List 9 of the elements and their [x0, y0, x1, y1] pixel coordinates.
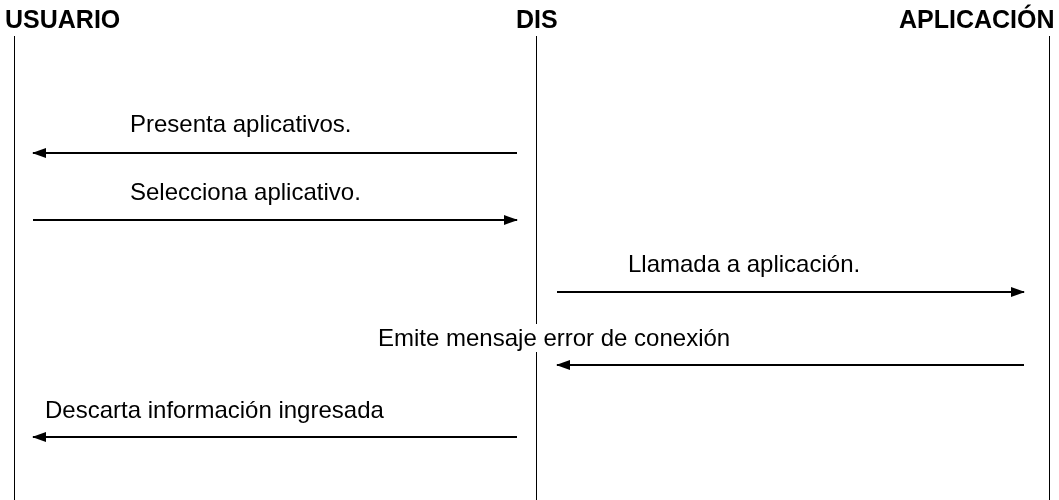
- message-label: Emite mensaje error de conexión: [378, 324, 731, 352]
- message-arrow: [32, 215, 518, 225]
- lifeline-header: USUARIO: [5, 4, 121, 34]
- message-arrow: [556, 360, 1025, 370]
- message-arrow: [32, 432, 518, 442]
- message-arrow: [32, 148, 518, 158]
- lifeline-header: APLICACIÓN: [899, 4, 1055, 34]
- message-arrow: [556, 287, 1025, 297]
- lifeline-header: DIS: [516, 4, 558, 34]
